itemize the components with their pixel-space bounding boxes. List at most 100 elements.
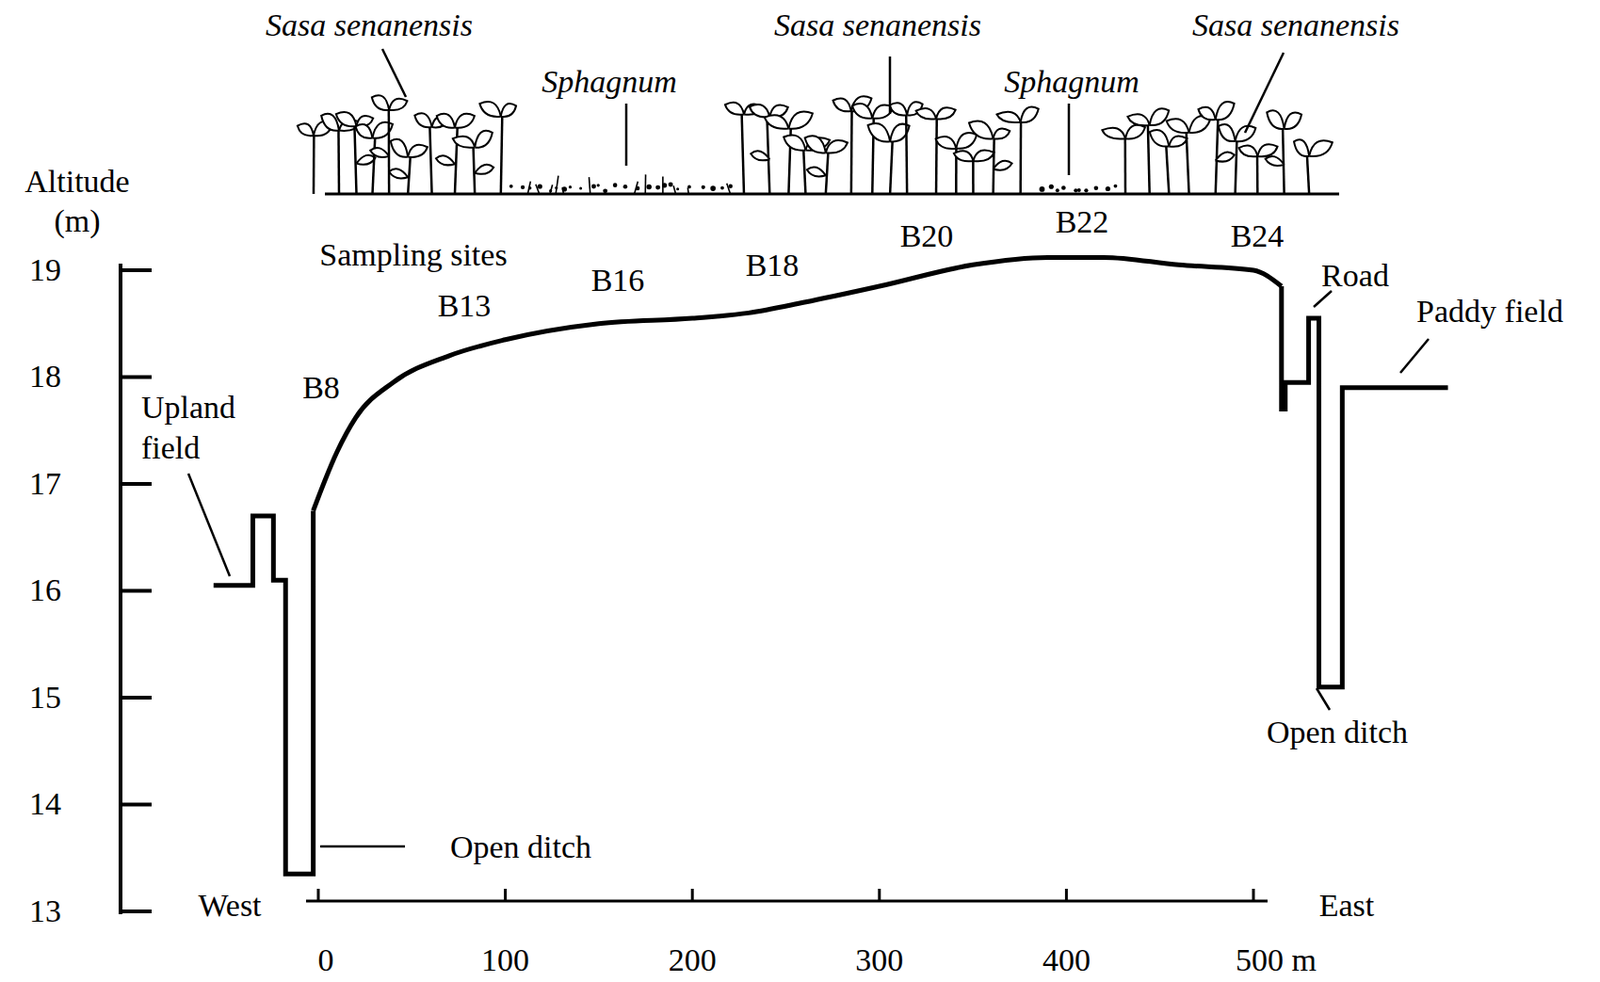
sphagnum-tuft	[668, 182, 674, 188]
tick-label: 14	[29, 784, 62, 825]
sphagnum-tuft	[701, 185, 706, 190]
sphagnum-tuft	[687, 185, 692, 194]
sasa-plant	[868, 123, 910, 194]
sphagnum-tuft	[1114, 184, 1118, 189]
sphagnum-tuft	[634, 181, 641, 194]
x-tick	[1252, 888, 1256, 902]
tick-label: 100	[481, 940, 530, 982]
sphagnum-tuft	[1077, 188, 1082, 193]
x-tick	[1065, 888, 1068, 902]
sasa-plant	[297, 121, 334, 194]
sasa-plant	[1101, 125, 1146, 194]
site-label: B8	[302, 368, 340, 409]
x-tick	[503, 888, 507, 902]
sphagnum-tuft	[554, 176, 559, 194]
y-tick	[120, 909, 152, 914]
sphagnum-tuft	[549, 184, 553, 194]
sasa-plant	[1127, 108, 1169, 194]
open-ditch-leader	[1316, 688, 1330, 711]
x-axis	[306, 900, 1268, 904]
sasa-plant	[889, 101, 923, 194]
tick-label: 300	[855, 940, 904, 982]
sasa-plant	[833, 96, 873, 194]
sphagnum-tuft	[1094, 186, 1099, 192]
open-ditch-leader	[320, 845, 405, 849]
sphagnum-tuft	[602, 188, 608, 194]
sphagnum-tuft	[1039, 186, 1046, 193]
land-use-label: Road	[1321, 256, 1390, 297]
site-label: B16	[591, 260, 646, 302]
direction-label: East	[1319, 886, 1375, 927]
tick-label: 16	[29, 570, 62, 612]
sasa-plant	[1149, 129, 1188, 194]
sphagnum-tuft	[588, 177, 596, 194]
sphagnum-tuft	[613, 182, 618, 188]
sphagnum-tuft	[623, 184, 628, 189]
sasa-leader	[888, 56, 892, 114]
sasa-plant	[783, 134, 830, 194]
sasa-leader	[382, 48, 406, 97]
species-label: Sasa senanensis	[265, 5, 473, 47]
sphagnum-tuft	[562, 186, 567, 194]
sasa-plant	[355, 122, 393, 194]
species-label: Sphagnum	[1003, 62, 1140, 103]
sasa-plant	[1265, 110, 1302, 194]
sphagnum-tuft	[710, 185, 716, 192]
site-label: B13	[437, 286, 492, 327]
sphagnum-tuft	[1105, 186, 1111, 192]
sasa-plant	[749, 104, 789, 194]
sphagnum-tuft	[1083, 188, 1088, 193]
direction-label: West	[197, 886, 261, 927]
sasa-plant	[370, 95, 407, 194]
tick-label: 500 m	[1235, 940, 1317, 982]
tick-label: 0	[318, 940, 335, 982]
sphagnum-tuft	[597, 183, 600, 187]
west-ditch-profile	[213, 510, 314, 874]
ditch-label: Open ditch	[1266, 712, 1408, 754]
site-label: B22	[1055, 202, 1110, 243]
ditch-label: Open ditch	[450, 827, 592, 869]
sasa-plant	[436, 113, 475, 194]
paddy-field-leader	[1400, 339, 1429, 373]
sphagnum-leader	[625, 103, 629, 166]
land-use-label: Upland field	[141, 387, 259, 469]
sphagnum-leader	[1067, 103, 1071, 176]
y-tick	[120, 268, 152, 273]
road-leader	[1313, 290, 1332, 308]
sasa-plant	[336, 112, 376, 194]
section-heading: Sampling sites	[319, 235, 507, 276]
sasa-plant	[1166, 115, 1212, 194]
axis-title: Altitude (m)	[11, 161, 144, 243]
species-label: Sphagnum	[541, 62, 678, 103]
sasa-leader	[1244, 52, 1284, 133]
sphagnum-tuft	[535, 184, 543, 194]
sasa-plant	[479, 101, 517, 194]
sasa-plant	[805, 135, 848, 194]
tick-label: 17	[29, 464, 62, 505]
site-label: B24	[1230, 216, 1285, 258]
tick-label: 18	[29, 356, 62, 398]
sphagnum-tuft	[1061, 185, 1067, 191]
peat-bog-surface	[313, 257, 1282, 511]
east-ditch-profile	[1281, 286, 1449, 688]
site-label: B20	[900, 216, 954, 258]
sphagnum-tuft	[520, 185, 525, 190]
x-tick	[877, 888, 881, 902]
y-tick	[120, 482, 152, 486]
sasa-plant	[969, 121, 1013, 194]
y-tick	[120, 589, 152, 594]
sasa-plant	[1197, 101, 1234, 194]
tick-label: 15	[29, 678, 62, 719]
sphagnum-tuft	[662, 176, 667, 194]
sphagnum-tuft	[509, 184, 514, 189]
x-tick	[691, 888, 695, 902]
site-label: B18	[745, 245, 800, 287]
sphagnum-tuft	[645, 174, 652, 194]
y-tick	[120, 695, 152, 700]
sphagnum-tuft	[720, 186, 725, 191]
sasa-plant	[852, 103, 893, 194]
y-tick	[120, 803, 152, 808]
species-label: Sasa senanensis	[1192, 5, 1400, 47]
